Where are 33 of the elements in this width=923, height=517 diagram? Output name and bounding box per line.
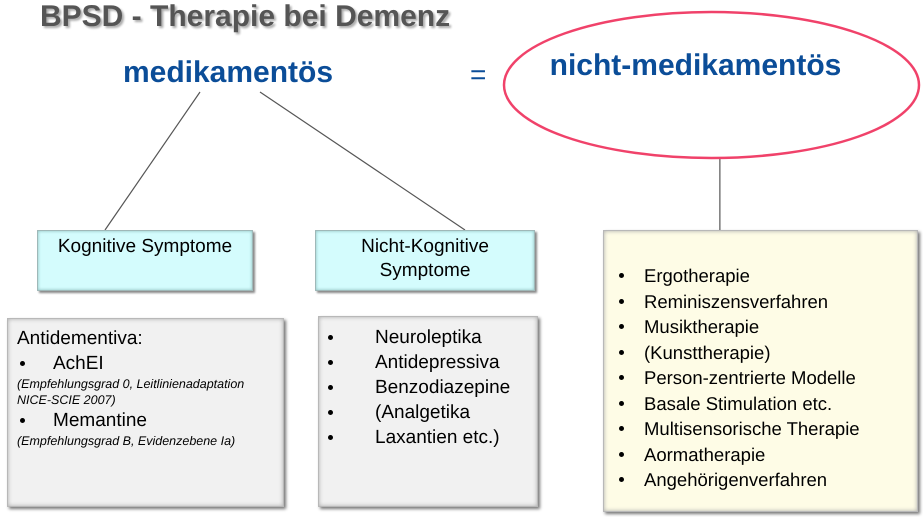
list-item: Antidepressiva — [375, 351, 500, 375]
list-heading: Antidementiva: — [17, 327, 144, 351]
list-item: Neuroleptika — [375, 326, 482, 350]
category-label: Kognitive Symptome — [58, 235, 232, 259]
list-box — [7, 318, 284, 507]
list-item: Person-zentrierte Modelle — [644, 366, 856, 390]
heading-text: medikamentös — [122, 54, 334, 90]
list-item: Musiktherapie — [644, 315, 760, 339]
list-box — [318, 316, 538, 507]
title: BPSD - Therapie bei Demenz — [40, 0, 450, 34]
equals-sign: = — [470, 58, 486, 92]
list-item: Reminiszensverfahren — [644, 290, 828, 314]
list-item: Laxantien etc.) — [375, 426, 500, 450]
list-item: Multisensorische Therapie — [644, 417, 860, 441]
list-item: AchEI — [53, 352, 104, 376]
list-item: (Kunsttherapie) — [644, 340, 770, 365]
category-label: Nicht-Kognitive Symptome — [360, 235, 490, 283]
list-item: (Analgetika — [375, 401, 470, 425]
list-item: Aormatherapie — [644, 442, 766, 467]
list-item: Benzodiazepine — [375, 376, 510, 400]
note-text: (Empfehlungsgrad B, Evidenzebene Ia) — [17, 433, 236, 449]
connector-line — [719, 159, 720, 230]
connector-line — [104, 92, 200, 230]
heading-text: nicht-medikamentös — [550, 48, 842, 82]
list-item: Angehörigenverfahren — [644, 468, 828, 492]
list-item: Ergotherapie — [644, 264, 750, 288]
list-item: Basale Stimulation etc. — [644, 392, 832, 416]
note-text: (Empfehlungsgrad 0, Leitlinienadaptation NICE-SCIE 2007) — [17, 376, 246, 408]
category-box — [315, 230, 535, 291]
category-box — [37, 230, 253, 291]
list-box — [603, 230, 918, 512]
list-item: Memantine — [53, 409, 147, 433]
connector-line — [260, 92, 466, 230]
